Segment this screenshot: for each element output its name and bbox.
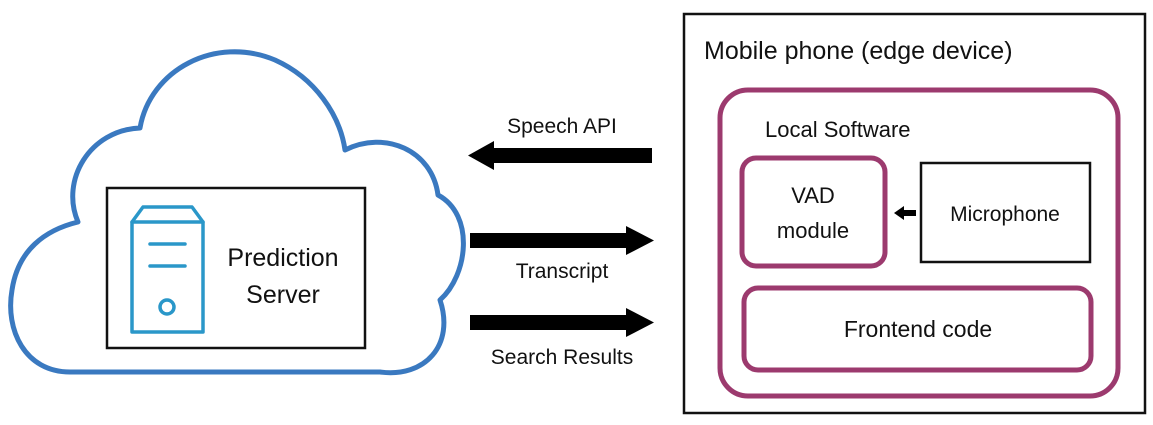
server-label-line1: Prediction [227,244,338,272]
transcript-label: Transcript [516,260,609,283]
server-icon [130,205,205,334]
mic-to-vad-arrow-icon [894,206,916,220]
prediction-server-box [105,186,367,350]
vad-module-box [739,155,888,269]
vad-label-line2: module [777,218,849,243]
microphone-label: Microphone [950,203,1060,226]
vad-label-line1: VAD [791,183,835,208]
frontend-code-label: Frontend code [844,316,992,342]
local-software-title: Local Software [765,117,911,142]
server-label-line2: Server [246,281,320,309]
speech-api-label: Speech API [507,115,617,138]
search-results-label: Search Results [491,346,633,369]
search-results-arrow-right-icon [470,308,654,337]
speech-api-arrow-left-icon [468,141,652,170]
frontend-code-box [741,285,1094,373]
microphone-box [919,161,1092,264]
mobile-phone-title: Mobile phone (edge device) [704,37,1013,65]
transcript-arrow-right-icon [470,226,654,255]
local-software-box [717,87,1121,399]
